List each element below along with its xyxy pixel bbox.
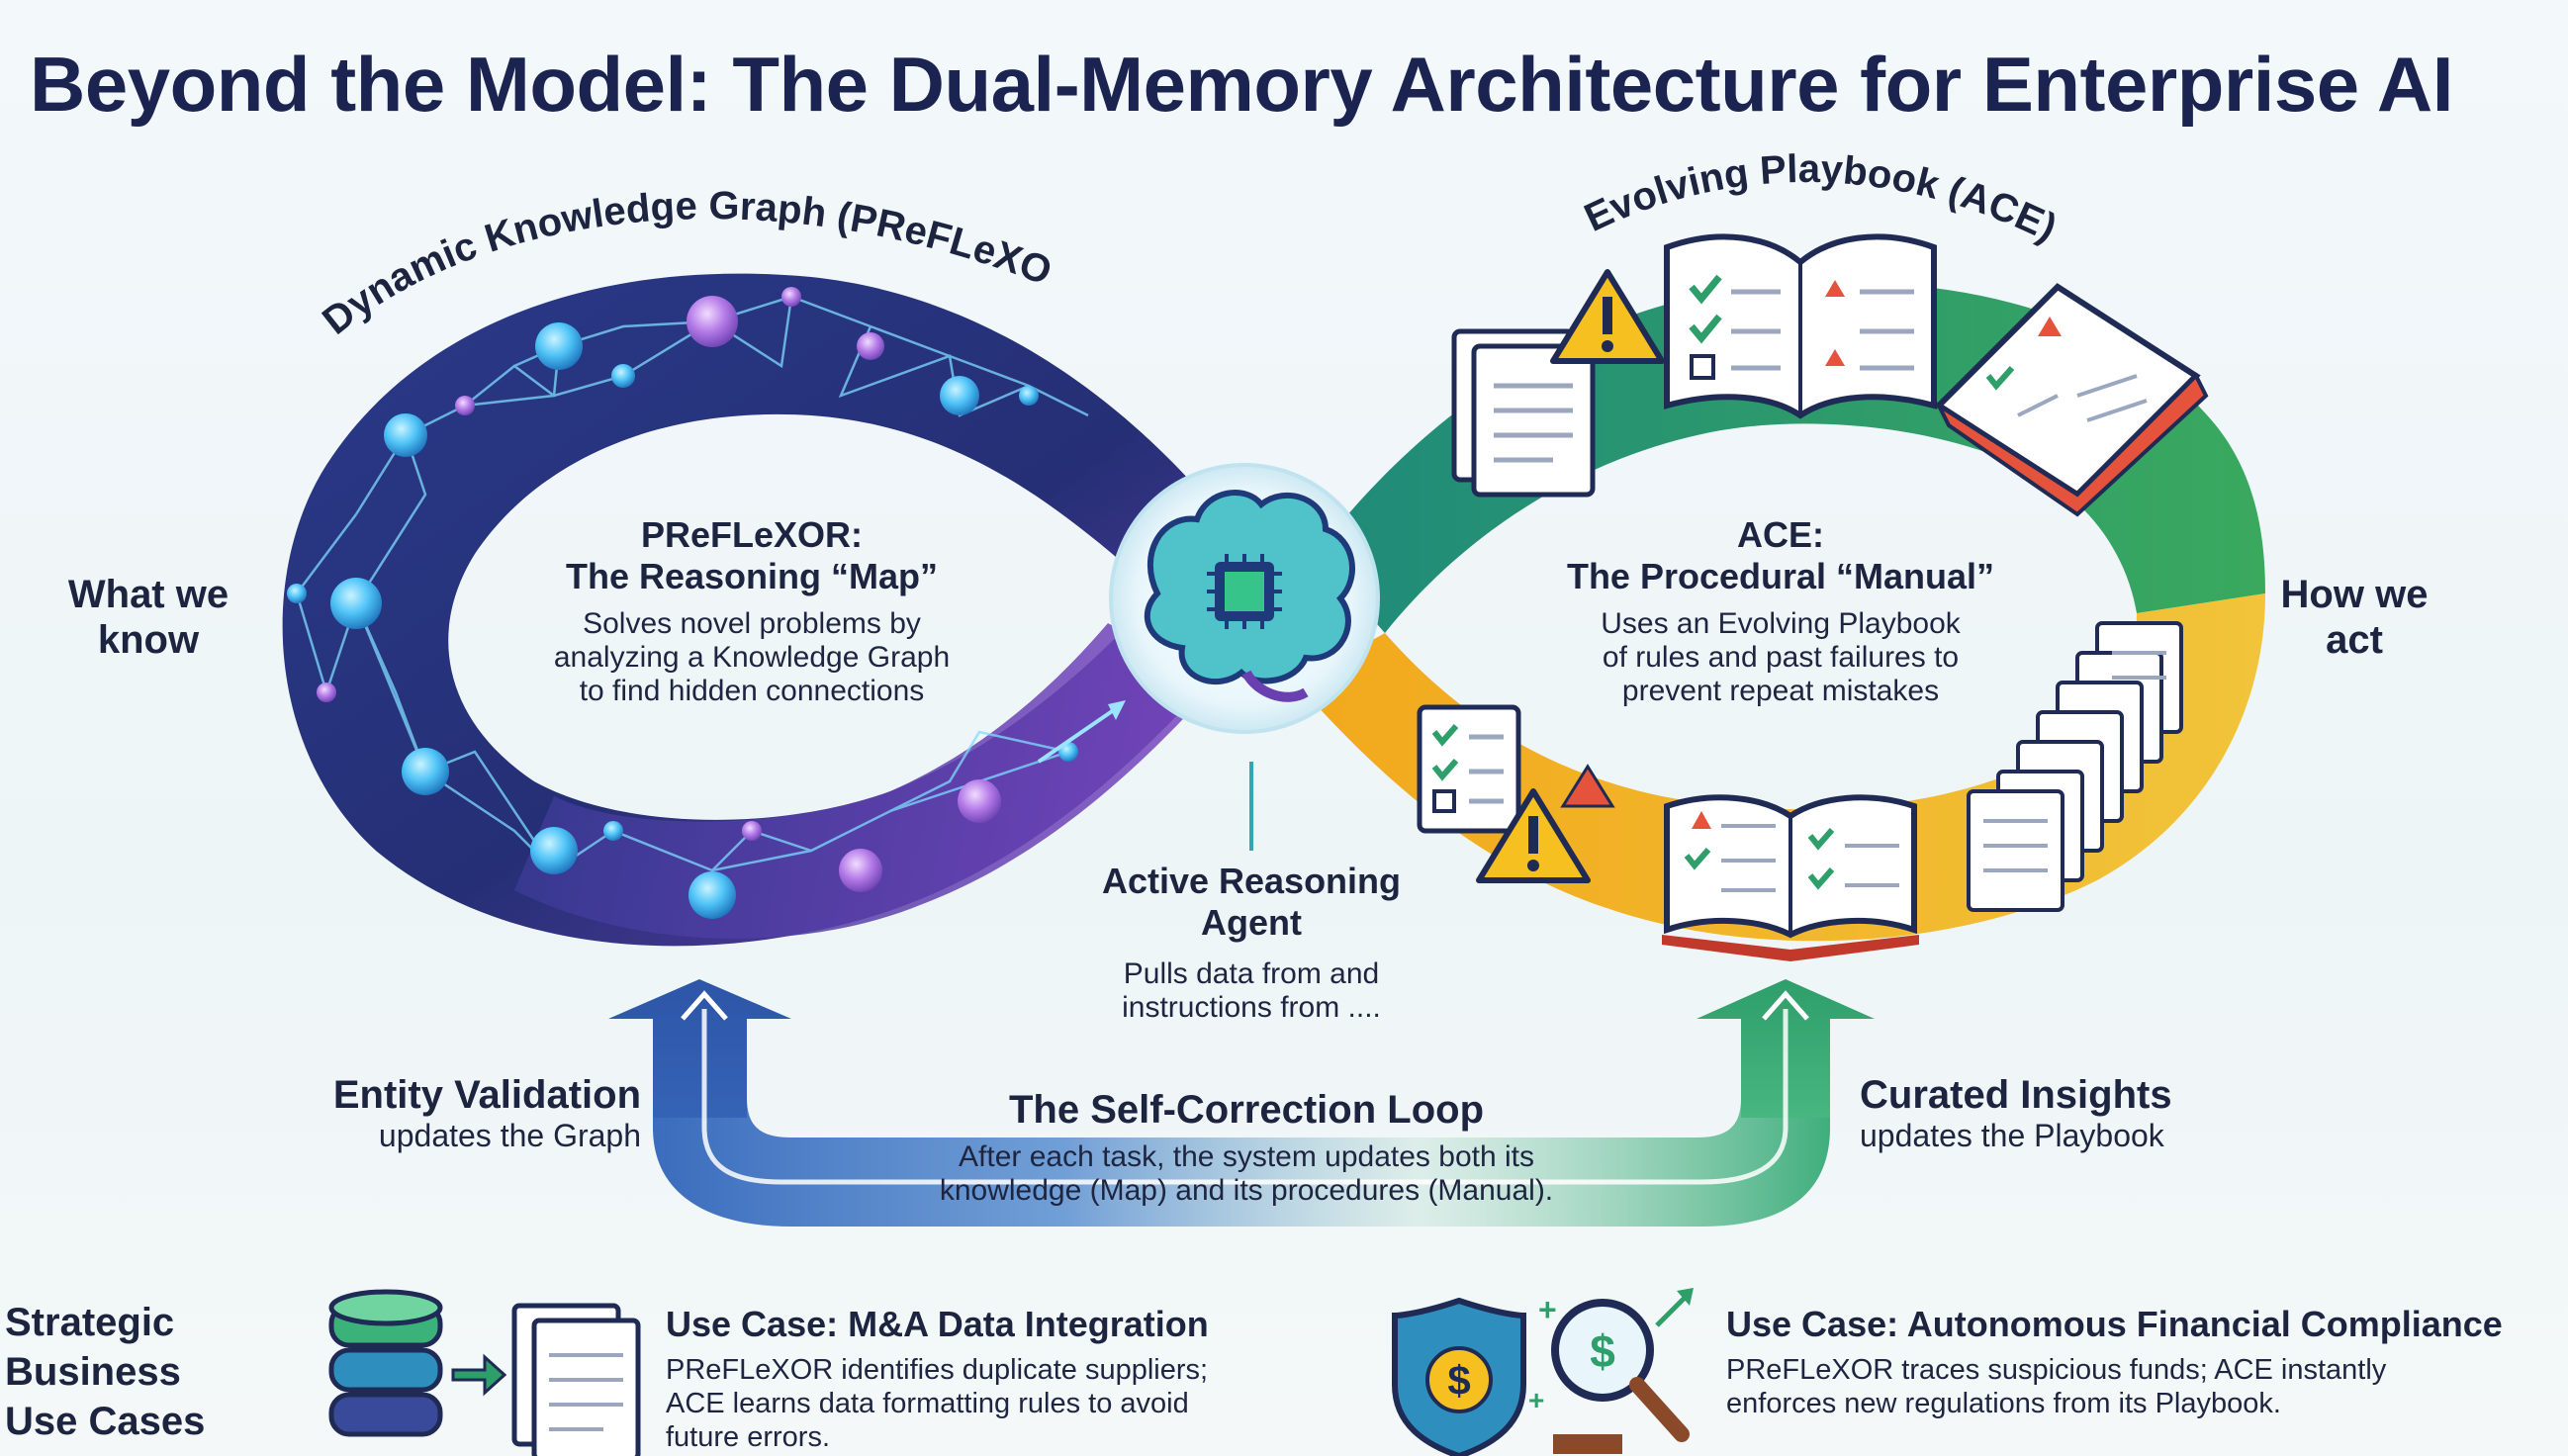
graph-nodes bbox=[287, 287, 1078, 919]
ace-heading-line2: The Procedural “Manual” bbox=[1566, 556, 1995, 596]
ace-heading-line1: ACE: bbox=[1737, 514, 1824, 555]
agent-body-line1: Pulls data from and bbox=[1123, 957, 1380, 990]
preflexor-body-line3: to find hidden connections bbox=[579, 675, 925, 707]
self-correction-loop-text: The Self-Correction Loop After each task… bbox=[939, 1088, 1554, 1207]
warning-icon bbox=[1476, 764, 1615, 883]
ace-body-line3: prevent repeat mistakes bbox=[1621, 675, 1940, 707]
arrow-up-icon bbox=[608, 979, 791, 1118]
preflexor-body-line2: analyzing a Knowledge Graph bbox=[553, 641, 951, 674]
knowledge-graph-curve-label: Dynamic Knowledge Graph (PReFLeXOR) bbox=[0, 0, 1057, 343]
arrow-right-icon bbox=[451, 1353, 507, 1397]
ace-body-line1: Uses an Evolving Playbook bbox=[1601, 607, 1961, 640]
open-book-icon bbox=[1664, 233, 1937, 419]
open-book-icon bbox=[1933, 283, 2209, 517]
entity-validation-label: Entity Validation updates the Graph bbox=[332, 1073, 641, 1153]
warning-icon bbox=[1550, 269, 1665, 364]
preflexor-heading-line2: The Reasoning “Map” bbox=[565, 556, 939, 596]
playbook-curve-label: Evolving Playbook (ACE) bbox=[1578, 147, 2064, 250]
svg-text:$: $ bbox=[1447, 1357, 1470, 1404]
page-title: Beyond the Model: The Dual-Memory Archit… bbox=[30, 41, 2453, 128]
database-icon bbox=[328, 1289, 443, 1437]
agent-body-line2: instructions from .... bbox=[1122, 991, 1381, 1024]
checklist-icon bbox=[1417, 704, 1521, 834]
brain-chip-icon bbox=[1109, 463, 1380, 734]
agent-heading-line1: Active Reasoning bbox=[1101, 861, 1402, 901]
document-icon bbox=[511, 1303, 641, 1456]
knowledge-graph-loop-lower bbox=[514, 623, 1217, 939]
svg-text:+: + bbox=[1538, 1292, 1557, 1327]
agent-description: Active Reasoning Agent Pulls data from a… bbox=[1073, 861, 1429, 1025]
how-we-act-label: How we act bbox=[2280, 573, 2429, 662]
self-correction-loop-band bbox=[653, 1009, 1830, 1227]
svg-text:+: + bbox=[1528, 1385, 1544, 1415]
curated-insights-label: Curated Insights updates the Playbook bbox=[1860, 1073, 2172, 1153]
graph-arrow-icon bbox=[1037, 705, 1120, 764]
preflexor-description: PReFLeXOR: The Reasoning “Map” Solves no… bbox=[475, 514, 1029, 708]
document-icon bbox=[1451, 328, 1596, 498]
ace-body-line2: of rules and past failures to bbox=[1602, 641, 1960, 674]
use-cases-section-title: Strategic Business Use Cases bbox=[5, 1301, 206, 1443]
use-case-financial-compliance: Use Case: Autonomous Financial Complianc… bbox=[1726, 1304, 2503, 1419]
preflexor-body-line1: Solves novel problems by bbox=[583, 607, 921, 640]
document-stack-icon bbox=[1967, 621, 2183, 912]
open-book-icon bbox=[1662, 794, 1919, 961]
shield-dollar-icon: $ + + bbox=[1392, 1292, 1557, 1456]
ace-description: ACE: The Procedural “Manual” Uses an Evo… bbox=[1504, 514, 2058, 708]
use-case-ma-integration: Use Case: M&A Data Integration PReFLeXOR… bbox=[666, 1304, 1209, 1453]
what-we-know-label: What we know bbox=[67, 573, 229, 662]
svg-text:$: $ bbox=[1590, 1325, 1615, 1377]
magnifier-dollar-icon: $ bbox=[1551, 1288, 1694, 1454]
preflexor-heading-line1: PReFLeXOR: bbox=[640, 514, 864, 555]
agent-heading-line2: Agent bbox=[1201, 902, 1302, 943]
